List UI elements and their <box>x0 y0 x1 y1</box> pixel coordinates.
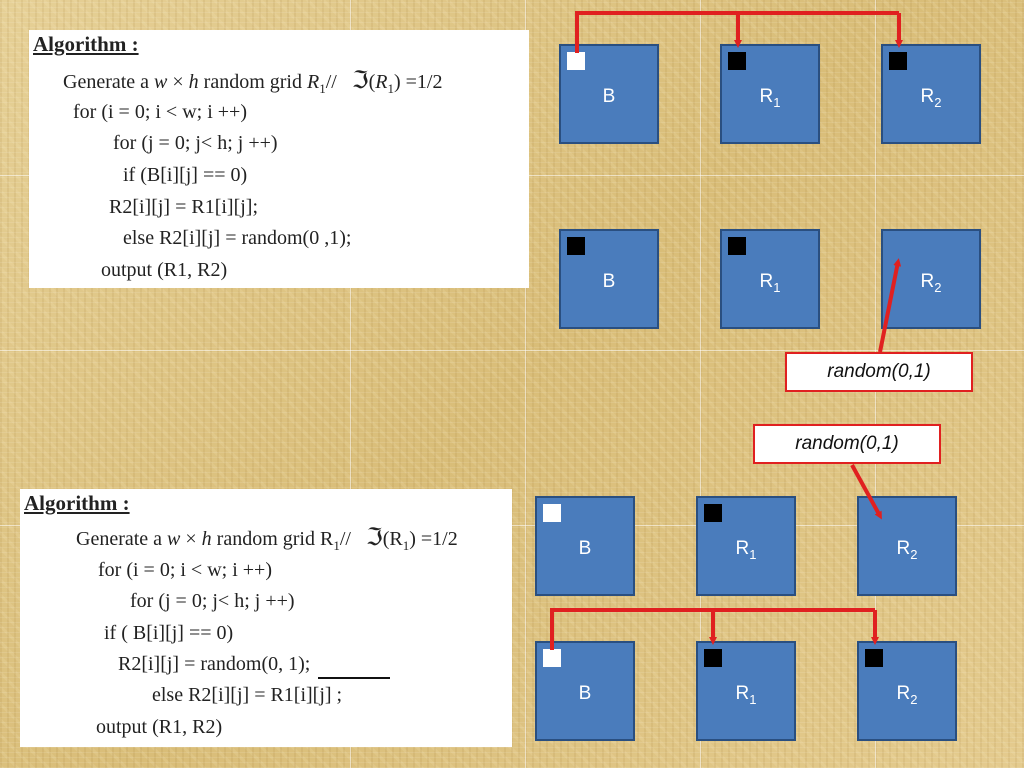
black-pixel <box>704 504 722 522</box>
black-pixel <box>889 52 907 70</box>
algorithm-2-line: if ( B[i][j] == 0) <box>104 622 234 644</box>
algorithm-2-line: else R2[i][j] = R1[i][j] ; <box>152 684 343 706</box>
algorithm-2-line: R2[i][j] = random(0, 1); <box>118 653 311 675</box>
box-r1: R1 <box>696 641 796 741</box>
algorithm-1-panel: Algorithm : Generate a w × h random grid… <box>29 30 529 288</box>
algorithm-1-line: for (i = 0; i < w; i ++) <box>73 101 247 123</box>
box-label: R2 <box>896 538 918 562</box>
black-pixel <box>865 649 883 667</box>
algorithm-2-line: for (i = 0; i < w; i ++) <box>98 559 272 581</box>
grid-line <box>0 525 1024 526</box>
grid-line <box>0 350 1024 351</box>
fraktur-symbol: ℑ <box>365 525 383 551</box>
box-b: B <box>559 44 659 144</box>
box-label: B <box>602 271 616 292</box>
box-r2: R2 <box>857 496 957 596</box>
box-r2: R2 <box>881 229 981 329</box>
random-arrow-1 <box>878 258 902 353</box>
black-pixel <box>728 237 746 255</box>
box-label: B <box>578 538 592 559</box>
box-r2: R2 <box>857 641 957 741</box>
algorithm-1-line: output (R1, R2) <box>101 259 228 281</box>
algorithm-2-title: Algorithm : <box>24 491 130 515</box>
algorithm-1-line-generate: Generate a w × h random grid R1// ℑ(R1) … <box>63 68 443 96</box>
grid-line <box>525 0 526 768</box>
box-b: B <box>535 496 635 596</box>
algorithm-1-line: else R2[i][j] = random(0 ,1); <box>123 227 352 249</box>
algorithm-2-panel: Algorithm : Generate a w × h random grid… <box>20 489 512 747</box>
underline-mark <box>318 677 390 679</box>
box-r1: R1 <box>696 496 796 596</box>
box-label: R2 <box>920 271 942 295</box>
algorithm-2-line: output (R1, R2) <box>96 716 223 738</box>
box-label: R1 <box>759 271 781 295</box>
box-label: B <box>578 683 592 704</box>
box-label: R1 <box>759 86 781 110</box>
grid-line <box>350 0 351 768</box>
algorithm-1-line: R2[i][j] = R1[i][j]; <box>109 196 259 218</box>
white-pixel <box>543 649 561 667</box>
box-label: R1 <box>735 683 757 707</box>
grid-line <box>700 0 701 768</box>
box-label: R2 <box>896 683 918 707</box>
copy-arrow-top <box>575 11 899 53</box>
box-label: R1 <box>735 538 757 562</box>
white-pixel <box>543 504 561 522</box>
algorithm-1-line: if (B[i][j] == 0) <box>123 164 248 186</box>
black-pixel <box>704 649 722 667</box>
box-r1: R1 <box>720 229 820 329</box>
copy-arrow-bottom <box>550 608 875 650</box>
box-b: B <box>559 229 659 329</box>
box-label: R2 <box>920 86 942 110</box>
algorithm-2-line: for (j = 0; j< h; j ++) <box>130 590 295 612</box>
algorithm-1-line: for (j = 0; j< h; j ++) <box>113 132 278 154</box>
white-pixel <box>567 52 585 70</box>
random-label: random(0,1) <box>753 424 941 464</box>
random-arrow-2 <box>850 464 882 520</box>
box-label: B <box>602 86 616 107</box>
algorithm-2-line-generate: Generate a w × h random grid R1// ℑ(R1) … <box>76 525 458 553</box>
box-r2: R2 <box>881 44 981 144</box>
box-b: B <box>535 641 635 741</box>
black-pixel <box>567 237 585 255</box>
black-pixel <box>728 52 746 70</box>
random-label: random(0,1) <box>785 352 973 392</box>
fraktur-symbol: ℑ <box>351 68 369 94</box>
box-r1: R1 <box>720 44 820 144</box>
algorithm-1-title: Algorithm : <box>33 32 139 56</box>
